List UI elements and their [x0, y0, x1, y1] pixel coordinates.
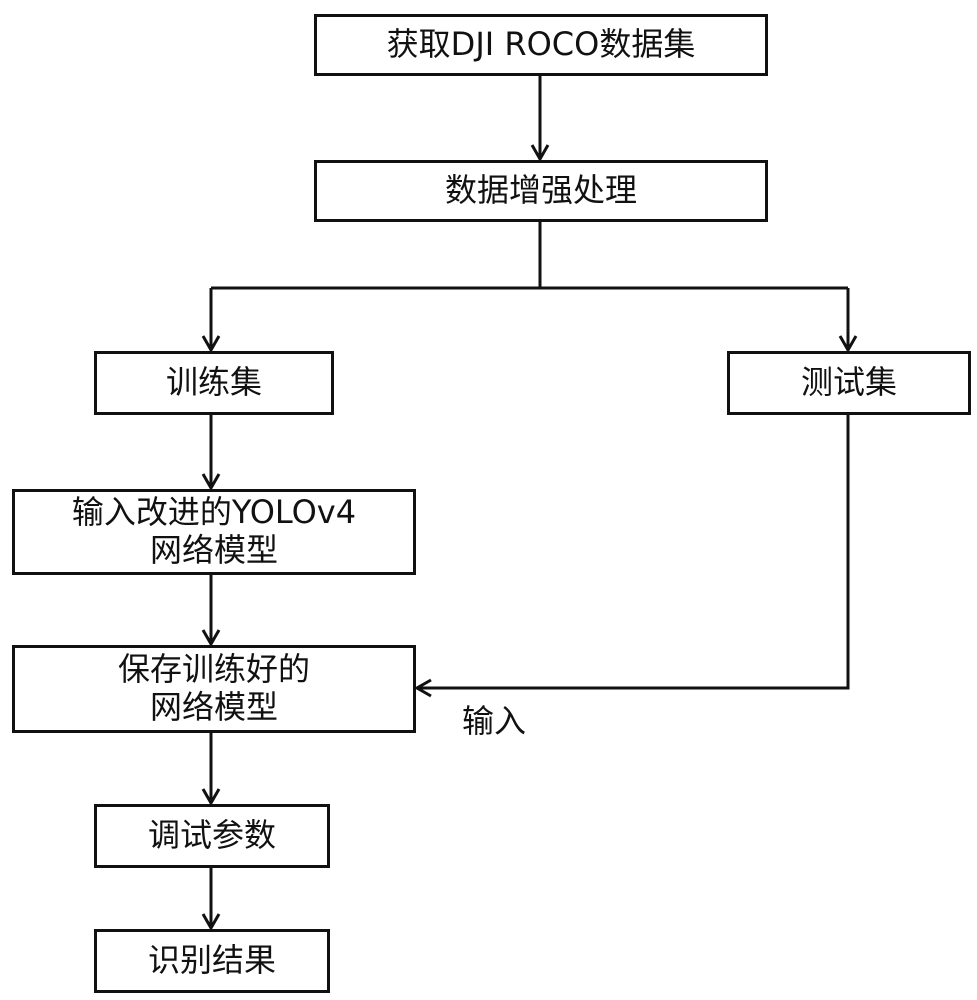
step-result-label: 识别结果 [148, 942, 276, 980]
step-augmentation: 数据增强处理 [314, 160, 768, 222]
step-tune-params-label: 调试参数 [148, 817, 276, 855]
step-input-model-label: 输入改进的YOLOv4 网络模型 [72, 494, 356, 570]
step-test-set-label: 测试集 [801, 364, 897, 402]
step-tune-params: 调试参数 [94, 804, 330, 868]
step-result: 识别结果 [94, 929, 330, 993]
arrow-test-to-save [418, 415, 848, 688]
step-save-model-label: 保存训练好的 网络模型 [118, 651, 310, 727]
step-augmentation-label: 数据增强处理 [445, 172, 637, 210]
step-test-set: 测试集 [727, 351, 971, 415]
step-acquire-dataset: 获取DJI ROCO数据集 [314, 14, 768, 76]
step-acquire-dataset-label: 获取DJI ROCO数据集 [387, 26, 696, 64]
step-training-set: 训练集 [94, 351, 334, 415]
edge-label-input: 输入 [462, 705, 526, 737]
step-input-model: 输入改进的YOLOv4 网络模型 [12, 489, 416, 575]
step-save-model: 保存训练好的 网络模型 [12, 645, 416, 733]
step-training-set-label: 训练集 [166, 364, 262, 402]
